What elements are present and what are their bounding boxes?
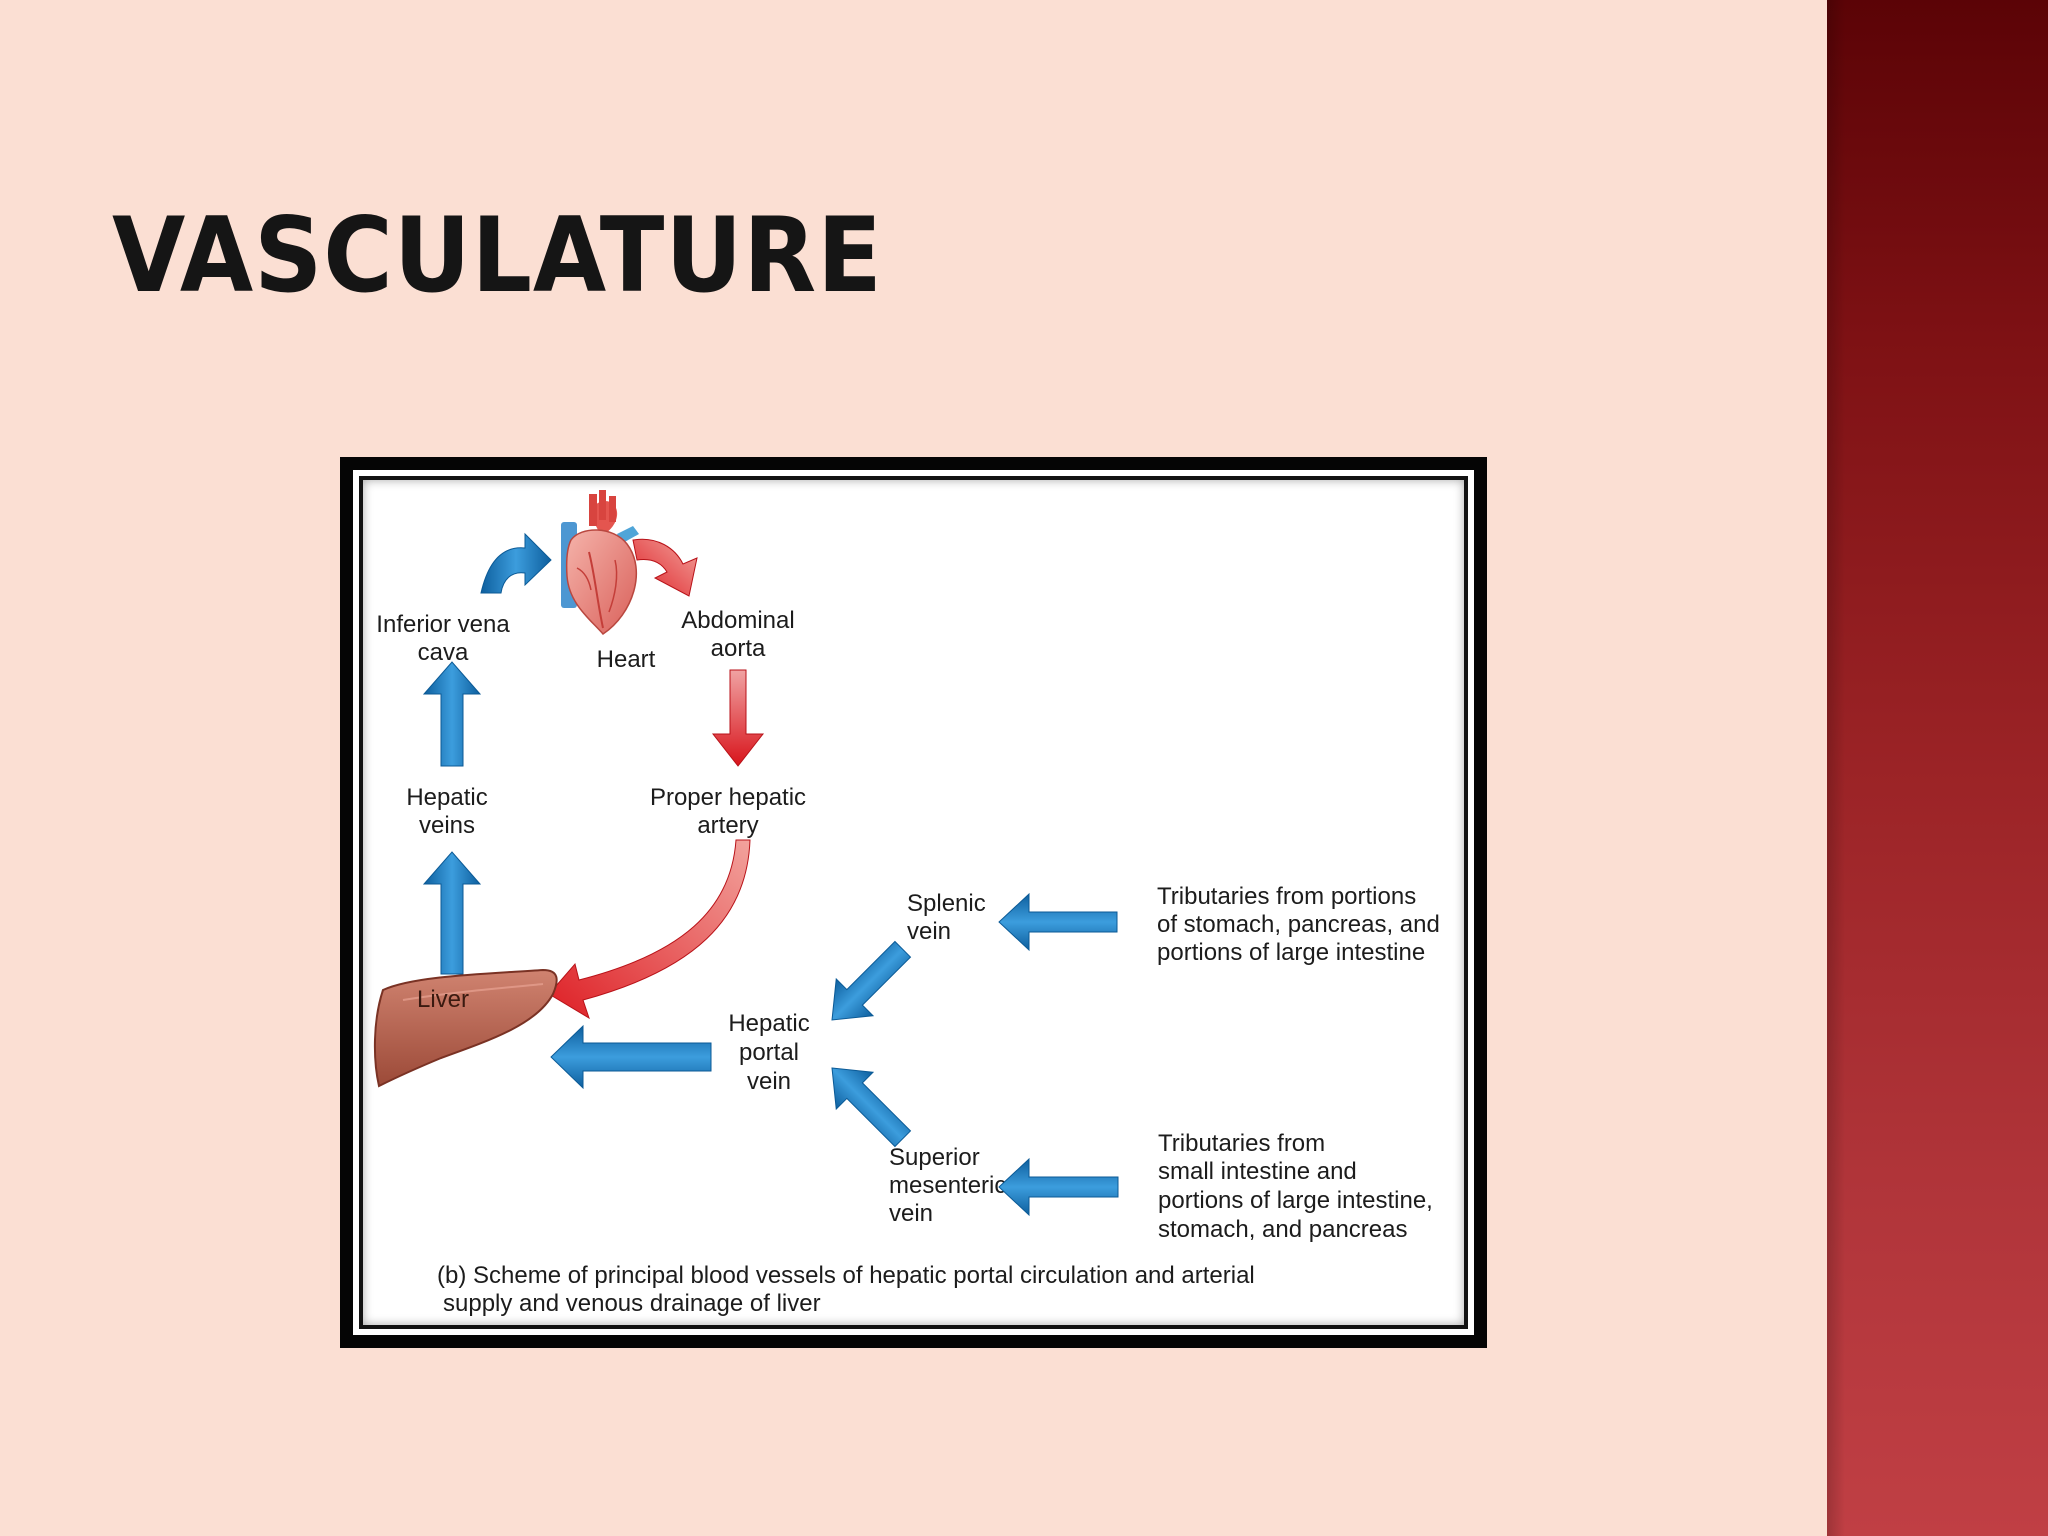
figure-inner-border: Inferior vena cava Heart Abdominal aorta… — [359, 476, 1468, 1329]
heart-to-aorta-arrow — [632, 538, 698, 597]
label-sup-mes-line1: Superior — [889, 1144, 980, 1171]
figure-mat: Inferior vena cava Heart Abdominal aorta… — [353, 470, 1474, 1335]
label-splenic-line2: vein — [907, 918, 951, 945]
slide-title: VASCULATURE — [112, 196, 883, 316]
label-portal-line1: Hepatic — [728, 1010, 809, 1037]
hepatic-veins-to-ivc-arrow — [422, 661, 482, 767]
label-portal-line2: portal — [739, 1039, 799, 1066]
liver-to-hepatic-veins-arrow — [422, 851, 482, 975]
label-trib-bot-line3: portions of large intestine, — [1158, 1187, 1433, 1214]
label-sup-mes-line2: mesenteric — [889, 1172, 1006, 1199]
label-trib-bot-line1: Tributaries from — [1158, 1130, 1325, 1157]
artery-to-liver-arrow — [548, 839, 751, 1020]
tributaries-to-splenic-arrow — [998, 892, 1118, 952]
ivc-to-heart-arrow — [480, 532, 552, 594]
label-trib-bot-line2: small intestine and — [1158, 1158, 1357, 1185]
figure-caption-line2: supply and venous drainage of liver — [443, 1290, 821, 1317]
splenic-to-portal-arrow — [831, 940, 912, 1021]
label-aorta-line2: aorta — [711, 635, 766, 662]
label-portal-line3: vein — [747, 1068, 791, 1095]
tributaries-to-sup-mes-arrow — [998, 1157, 1119, 1217]
figure-frame: Inferior vena cava Heart Abdominal aorta… — [340, 457, 1487, 1348]
sup-mesenteric-to-portal-arrow — [831, 1067, 912, 1148]
label-hepatic-veins-line1: Hepatic — [406, 784, 487, 811]
label-aorta-line1: Abdominal — [681, 607, 794, 634]
portal-circulation-diagram: Inferior vena cava Heart Abdominal aorta… — [373, 490, 1440, 1317]
label-ivc-line1: Inferior vena — [376, 611, 510, 638]
label-artery-line2: artery — [697, 812, 758, 839]
label-trib-bot-line4: stomach, and pancreas — [1158, 1216, 1407, 1243]
liver-icon — [373, 968, 558, 1088]
label-trib-top-line3: portions of large intestine — [1157, 939, 1425, 966]
figure-caption-line1: (b) Scheme of principal blood vessels of… — [437, 1262, 1255, 1289]
side-decoration-band — [1827, 0, 2048, 1536]
label-splenic-line1: Splenic — [907, 890, 986, 917]
label-trib-top-line2: of stomach, pancreas, and — [1157, 911, 1440, 938]
portal-vein-to-liver-arrow — [550, 1024, 712, 1090]
label-heart: Heart — [597, 646, 656, 673]
label-liver: Liver — [417, 986, 469, 1013]
label-sup-mes-line3: vein — [889, 1200, 933, 1227]
label-artery-line1: Proper hepatic — [650, 784, 806, 811]
aorta-to-artery-arrow — [711, 669, 765, 767]
label-ivc-line2: cava — [418, 639, 469, 666]
label-hepatic-veins-line2: veins — [419, 812, 475, 839]
figure-paper: Inferior vena cava Heart Abdominal aorta… — [363, 480, 1464, 1325]
heart-icon — [561, 490, 639, 635]
label-trib-top-line1: Tributaries from portions — [1157, 883, 1416, 910]
